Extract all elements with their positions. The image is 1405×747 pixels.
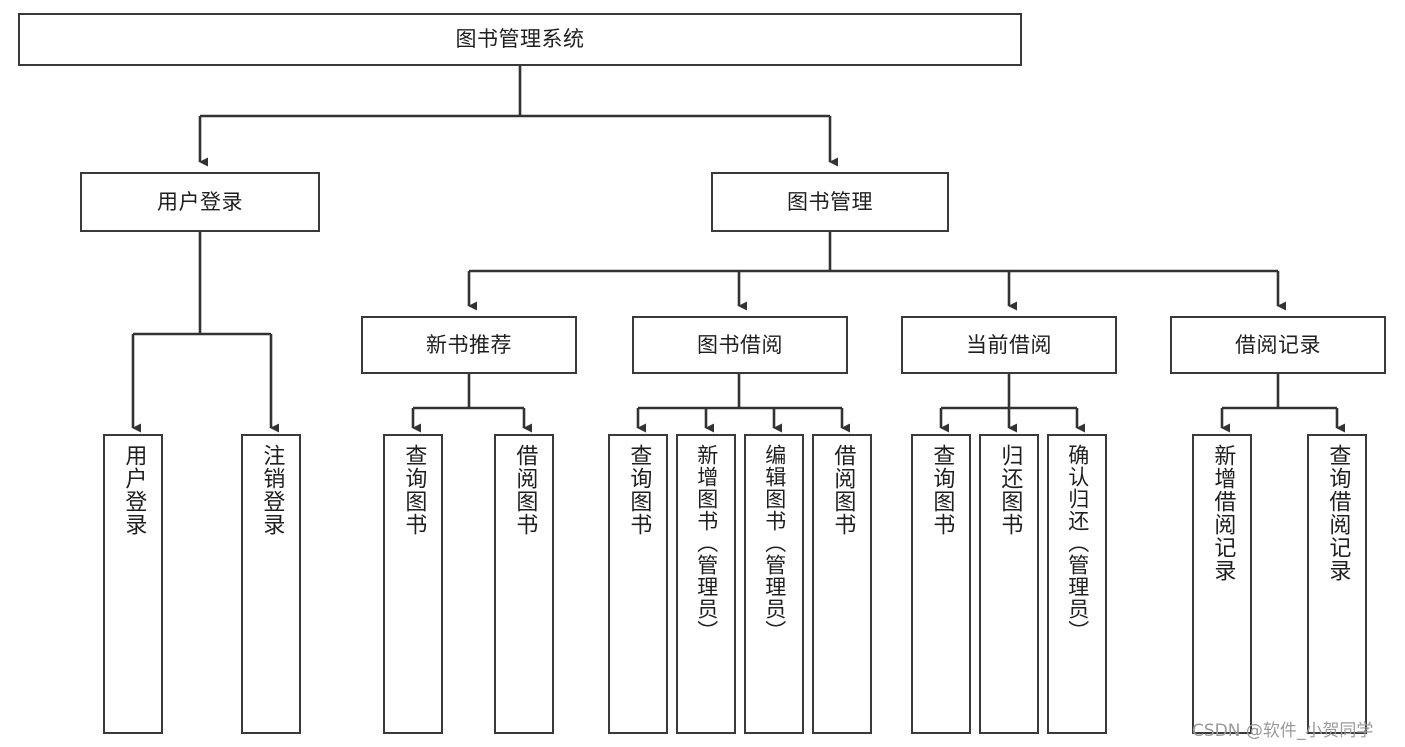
node-label: 查询借阅记录 <box>1325 444 1351 582</box>
node-label: 注销登录 <box>259 444 285 536</box>
node-leaf-borrow-add-book-admin[interactable]: 新增图书（管理员） <box>676 434 736 734</box>
node-leaf-borrow-borrow-book[interactable]: 借阅图书 <box>812 434 872 734</box>
node-label: 确认归还（管理员） <box>1065 444 1090 642</box>
node-label: 图书管理 <box>787 189 873 214</box>
node-label: 用户登录 <box>157 189 243 214</box>
node-current-borrow[interactable]: 当前借阅 <box>901 316 1117 374</box>
node-label: 借阅图书 <box>512 444 538 536</box>
node-leaf-record-query-record[interactable]: 查询借阅记录 <box>1307 434 1367 734</box>
node-label: 借阅图书 <box>830 444 856 536</box>
node-leaf-borrow-edit-book-admin[interactable]: 编辑图书（管理员） <box>744 434 804 734</box>
node-label: 归还图书 <box>997 444 1023 536</box>
node-root-book-management-system[interactable]: 图书管理系统 <box>18 13 1022 66</box>
node-label: 编辑图书（管理员） <box>762 444 787 642</box>
node-label: 查询图书 <box>929 444 955 536</box>
node-leaf-recommend-query-book[interactable]: 查询图书 <box>383 434 443 734</box>
node-label: 新书推荐 <box>426 332 512 357</box>
watermark-text: CSDN @软件_小贺同学 <box>1192 721 1374 741</box>
node-new-book-recommend[interactable]: 新书推荐 <box>361 316 577 374</box>
node-label: 新增图书（管理员） <box>694 444 719 642</box>
node-leaf-current-confirm-return-admin[interactable]: 确认归还（管理员） <box>1047 434 1107 734</box>
node-label: 查询图书 <box>626 444 652 536</box>
node-leaf-user-login-signin[interactable]: 用户登录 <box>103 434 163 734</box>
node-book-borrow[interactable]: 图书借阅 <box>632 316 848 374</box>
node-leaf-current-query-book[interactable]: 查询图书 <box>911 434 971 734</box>
node-label: 图书管理系统 <box>455 27 585 52</box>
node-book-management[interactable]: 图书管理 <box>711 172 949 232</box>
node-label: 借阅记录 <box>1235 332 1321 357</box>
node-label: 当前借阅 <box>966 332 1052 357</box>
node-leaf-recommend-borrow-book[interactable]: 借阅图书 <box>494 434 554 734</box>
node-user-login[interactable]: 用户登录 <box>80 172 320 232</box>
node-label: 查询图书 <box>401 444 427 536</box>
node-label: 新增借阅记录 <box>1210 444 1236 582</box>
node-label: 图书借阅 <box>697 332 783 357</box>
node-borrow-record[interactable]: 借阅记录 <box>1170 316 1386 374</box>
node-leaf-user-login-signout[interactable]: 注销登录 <box>241 434 301 734</box>
node-leaf-record-add-record[interactable]: 新增借阅记录 <box>1192 434 1252 734</box>
node-leaf-current-return-book[interactable]: 归还图书 <box>979 434 1039 734</box>
node-leaf-borrow-query-book[interactable]: 查询图书 <box>608 434 668 734</box>
node-label: 用户登录 <box>121 444 147 536</box>
